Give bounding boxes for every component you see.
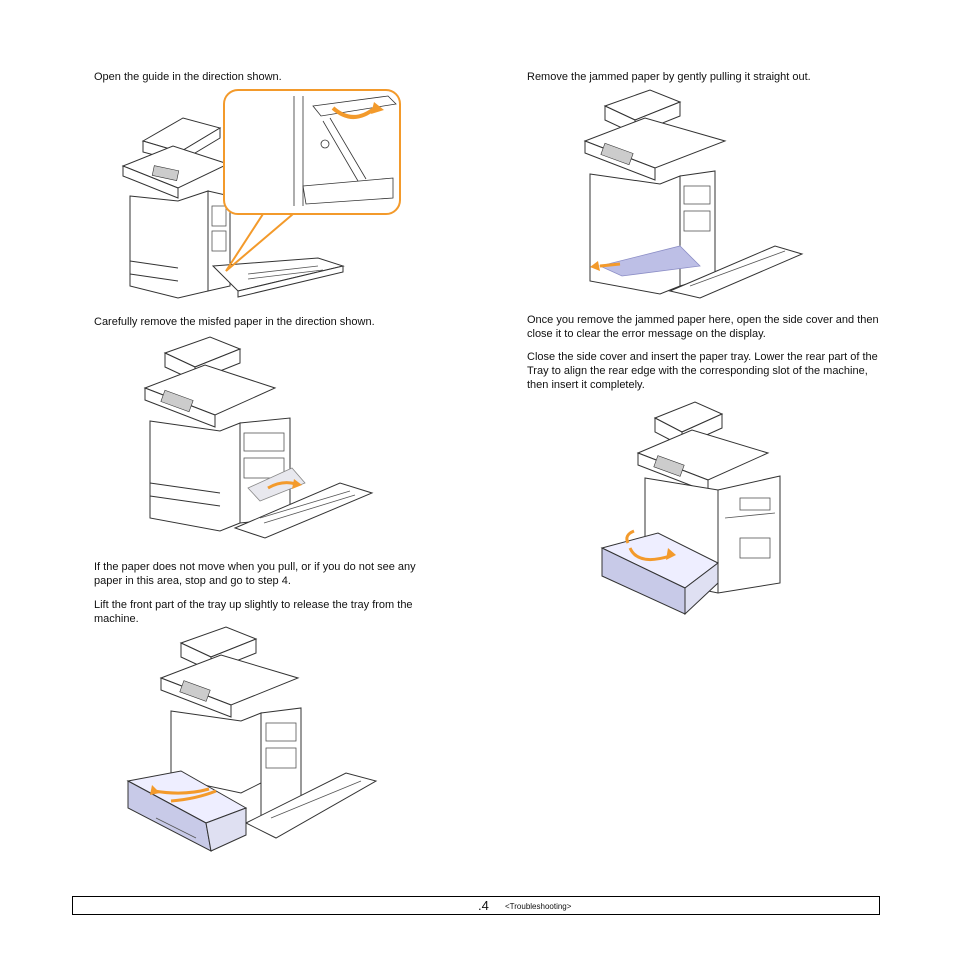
figure-remove-misfed xyxy=(140,333,380,543)
figure-open-guide xyxy=(118,86,408,301)
printer-open-guide-illustration xyxy=(121,89,401,299)
step-remove-jammed-text: Remove the jammed paper by gently pullin… xyxy=(527,71,811,83)
figure-lift-tray xyxy=(126,623,381,853)
step-open-side-cover-text: Once you remove the jammed paper here, o… xyxy=(527,314,879,340)
note-paper-not-move-text: If the paper does not move when you pull… xyxy=(94,561,416,587)
figure-remove-jammed xyxy=(580,86,810,301)
step-remove-misfed-text: Carefully remove the misfed paper in the… xyxy=(94,316,375,328)
printer-insert-tray-illustration xyxy=(600,401,781,616)
printer-remove-misfed-illustration xyxy=(143,336,374,539)
footer-box xyxy=(72,896,880,915)
printer-remove-jammed-illustration xyxy=(583,89,804,299)
footer-page-number: .4 xyxy=(478,898,489,913)
footer-chapter-name: <Troubleshooting> xyxy=(505,902,572,911)
step-lift-tray-text: Lift the front part of the tray up sligh… xyxy=(94,599,413,625)
printer-lift-tray-illustration xyxy=(126,626,378,852)
step-insert-tray-text: Close the side cover and insert the pape… xyxy=(527,351,878,391)
figure-insert-tray xyxy=(600,398,790,616)
step-open-guide-text: Open the guide in the direction shown. xyxy=(94,71,282,83)
